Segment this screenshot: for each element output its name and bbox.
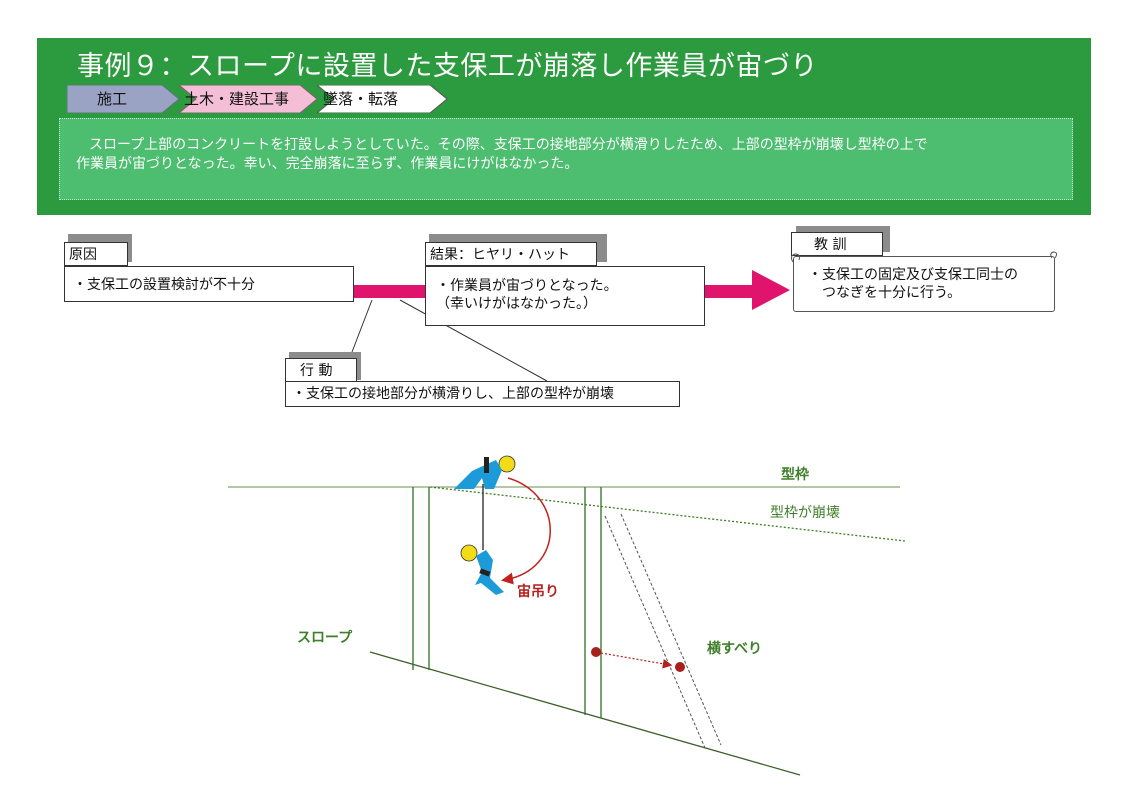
flow-arrow-head	[752, 270, 790, 310]
cause-line: ・支保工の設置検討が不十分	[73, 277, 255, 293]
case-header: 事例９：スロープに設置した支保工が崩落し作業員が宙づり 施工 土木・建設工事 墜…	[37, 38, 1091, 215]
result-tab: 結果：ヒヤリ・ハット	[425, 242, 597, 266]
slide-arrow	[600, 652, 673, 669]
result-label: 結果：ヒヤリ・ハット	[430, 247, 570, 263]
flow-connectors	[351, 270, 790, 382]
label-slope: スロープ	[297, 630, 353, 646]
case-summary: スロープ上部のコンクリートを打設しようとしていた。その際、支保工の接地部分が横滑…	[59, 118, 1073, 200]
crumb-label: 墜落・転落	[323, 90, 399, 108]
slide-end-dot	[675, 662, 685, 672]
result-line-2: （幸いけがはなかった。）	[436, 296, 597, 312]
summary-line-1: スロープ上部のコンクリートを打設しようとしていた。その際、支保工の接地部分が横滑…	[89, 137, 928, 153]
lesson-label: 教 訓	[814, 237, 847, 253]
slid-post	[604, 515, 706, 749]
worker-hanging-icon	[460, 544, 504, 595]
action-box: ・支保工の接地部分が横滑りし、上部の型枠が崩壊	[285, 381, 680, 407]
slide-origin-dot	[591, 647, 601, 657]
crumb-2-shape	[178, 85, 318, 113]
cause-tab: 原因	[64, 242, 128, 266]
action-line: ・支保工の接地部分が横滑りし、上部の型枠が崩壊	[292, 386, 614, 402]
slid-post	[620, 513, 722, 746]
worker-top-icon	[454, 455, 516, 489]
action-label: 行 動	[300, 363, 333, 379]
label-slide: 横すべり	[707, 641, 763, 657]
breadcrumb-shapes	[67, 85, 448, 113]
label-hanging: 宙吊り	[517, 584, 559, 600]
label-formwork-collapse: 型枠が崩壊	[770, 505, 840, 521]
fall-arrow	[501, 477, 551, 585]
crumb-1-shape	[67, 85, 180, 113]
result-box: ・作業員が宙づりとなった。 （幸いけがはなかった。）	[425, 266, 705, 326]
crumb-label: 土木・建設工事	[184, 90, 290, 108]
cause-label: 原因	[69, 247, 97, 263]
cause-box: ・支保工の設置検討が不十分	[64, 266, 354, 302]
lesson-line-1: ・支保工の固定及び支保工同士の	[808, 267, 1018, 283]
lesson-tab: 教 訓	[791, 232, 883, 256]
flow-bar-2	[700, 285, 756, 298]
case-title: 事例９：スロープに設置した支保工が崩落し作業員が宙づり	[77, 51, 818, 82]
crumb-label: 施工	[97, 90, 128, 108]
lesson-line-2: つなぎを十分に行う。	[808, 285, 962, 301]
label-formwork: 型枠	[781, 467, 809, 483]
result-line-1: ・作業員が宙づりとなった。	[436, 278, 618, 294]
lesson-box: ・支保工の固定及び支保工同士の つなぎを十分に行う。	[793, 256, 1055, 312]
connector-action-right	[399, 299, 548, 382]
crumb-3-shape	[316, 85, 448, 113]
summary-line-2: 作業員が宙づりとなった。幸い、完全崩落に至らず、作業員にけがはなかった。	[76, 156, 579, 172]
connector-action-left	[351, 299, 373, 353]
flow-bar-1	[350, 285, 430, 298]
